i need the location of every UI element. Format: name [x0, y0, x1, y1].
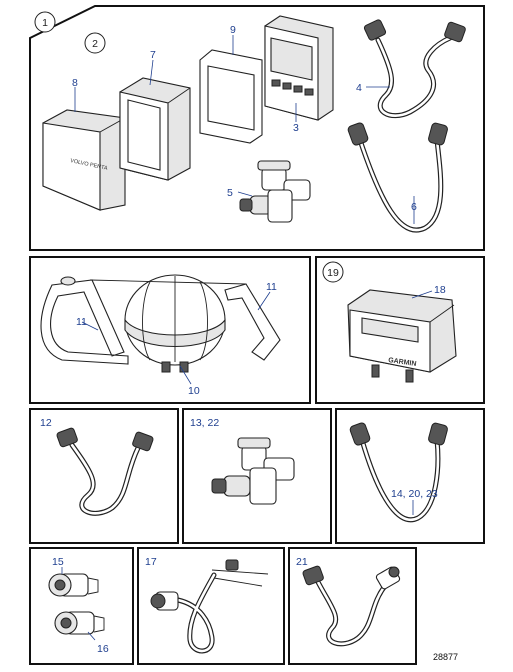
panel-connectors-15-16: 15 16	[29, 547, 134, 665]
connector-15-part	[48, 573, 99, 597]
callout-11-left: 11	[76, 316, 87, 328]
connector-16-part	[54, 611, 105, 635]
callout-3: 3	[293, 122, 299, 134]
callout-12: 12	[40, 417, 52, 429]
group-marker-2: 2	[84, 32, 106, 54]
callout-21: 21	[296, 556, 308, 568]
coiled-cable-12-part	[56, 427, 154, 516]
sun-cover-part: VOLVO PENTA	[42, 109, 126, 211]
callout-6: 6	[411, 201, 417, 213]
gasket-part	[199, 49, 263, 144]
callout-18: 18	[434, 284, 446, 296]
group-marker-2-label: 2	[92, 38, 98, 50]
t-connector-part	[239, 160, 311, 223]
callout-5: 5	[227, 187, 233, 199]
callout-10: 10	[188, 385, 200, 397]
callout-9: 9	[230, 24, 236, 36]
panel-power-cable-17: 17	[137, 547, 285, 665]
figure-number: 28877	[433, 652, 458, 662]
power-cable-17-part	[150, 559, 269, 654]
group-marker-19-label: 19	[327, 267, 339, 279]
callout-4: 4	[356, 82, 362, 94]
garmin-logo-text: GARMIN	[388, 357, 417, 368]
garmin-module-part: GARMIN	[347, 289, 457, 383]
panel-cable-12: 12	[29, 408, 179, 544]
callout-17: 17	[145, 556, 157, 568]
loop-cable-14-part	[349, 422, 448, 523]
panel-garmin-unit: 19 GARMIN 18	[315, 256, 485, 404]
panel-cable-14: 14, 20, 23	[335, 408, 485, 544]
callout-16: 16	[97, 643, 109, 655]
coiled-cable-part	[363, 19, 466, 119]
group-marker-1: 1	[34, 11, 56, 33]
instrument-display-part	[264, 15, 334, 121]
left-bracket-part	[40, 276, 129, 365]
group-marker-1-label: 1	[42, 17, 48, 29]
t-connector-13-part	[211, 437, 295, 505]
callout-8: 8	[72, 77, 78, 89]
panel-t-connector: 13, 22	[182, 408, 332, 544]
group-marker-19: 19	[322, 261, 344, 283]
right-bracket-part	[89, 279, 281, 361]
callout-15: 15	[52, 556, 64, 568]
loop-cable-part	[347, 122, 448, 233]
callout-11-right: 11	[266, 281, 277, 293]
panel-sensor-bracket: 11 10 11	[29, 256, 311, 404]
panel-main-kit: 1 2 VOLVO PENTA 8 7 9	[29, 5, 485, 251]
callout-13-22: 13, 22	[190, 417, 219, 429]
mounting-frame-part	[119, 77, 191, 181]
spherical-sensor-part	[124, 274, 226, 373]
panel-cable-21: 21	[288, 547, 417, 665]
callout-7: 7	[150, 49, 156, 61]
callout-14-20-23: 14, 20, 23	[391, 488, 438, 500]
coiled-cable-21-part	[302, 565, 401, 647]
